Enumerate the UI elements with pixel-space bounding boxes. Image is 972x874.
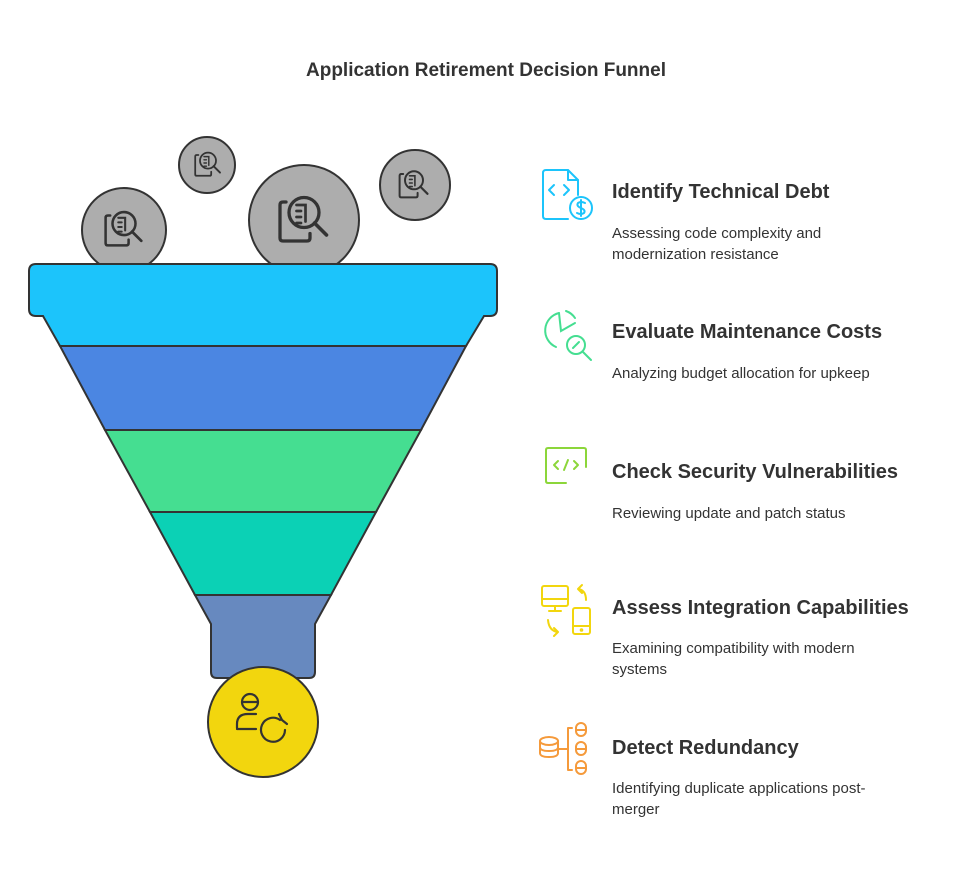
user-refresh-icon	[235, 692, 289, 743]
outcome-circle	[207, 666, 319, 778]
input-circle	[81, 187, 167, 273]
diagram-title: Application Retirement Decision Funnel	[306, 60, 666, 81]
funnel-layer-2	[58, 345, 468, 431]
step-heading: Detect Redundancy	[612, 737, 799, 759]
step-heading: Evaluate Maintenance Costs	[612, 321, 883, 343]
step-description: Analyzing budget allocation for upkeep	[612, 365, 870, 382]
input-circle	[379, 149, 451, 221]
funnel-layer-5	[193, 594, 333, 679]
pie-chart-search-icon	[544, 310, 592, 361]
funnel-layer-3	[103, 429, 423, 513]
step-description: Assessing code complexity and modernizat…	[612, 225, 822, 263]
funnel-layer-1	[28, 263, 498, 347]
code-file-dollar-icon	[542, 169, 593, 220]
desktop-mobile-sync-icon	[541, 584, 591, 637]
funnel-layer-4	[148, 511, 378, 596]
input-circle	[248, 164, 360, 276]
step-description: Identifying duplicate applications post-…	[612, 780, 866, 818]
input-circle	[178, 136, 236, 194]
code-window-icon	[545, 447, 587, 484]
step-description: Reviewing update and patch status	[612, 505, 846, 522]
step-description: Examining compatibility with modern syst…	[612, 640, 855, 678]
step-heading: Check Security Vulnerabilities	[612, 461, 899, 483]
step-heading: Assess Integration Capabilities	[612, 597, 909, 619]
step-heading: Identify Technical Debt	[612, 181, 830, 203]
database-hierarchy-icon	[539, 722, 587, 775]
